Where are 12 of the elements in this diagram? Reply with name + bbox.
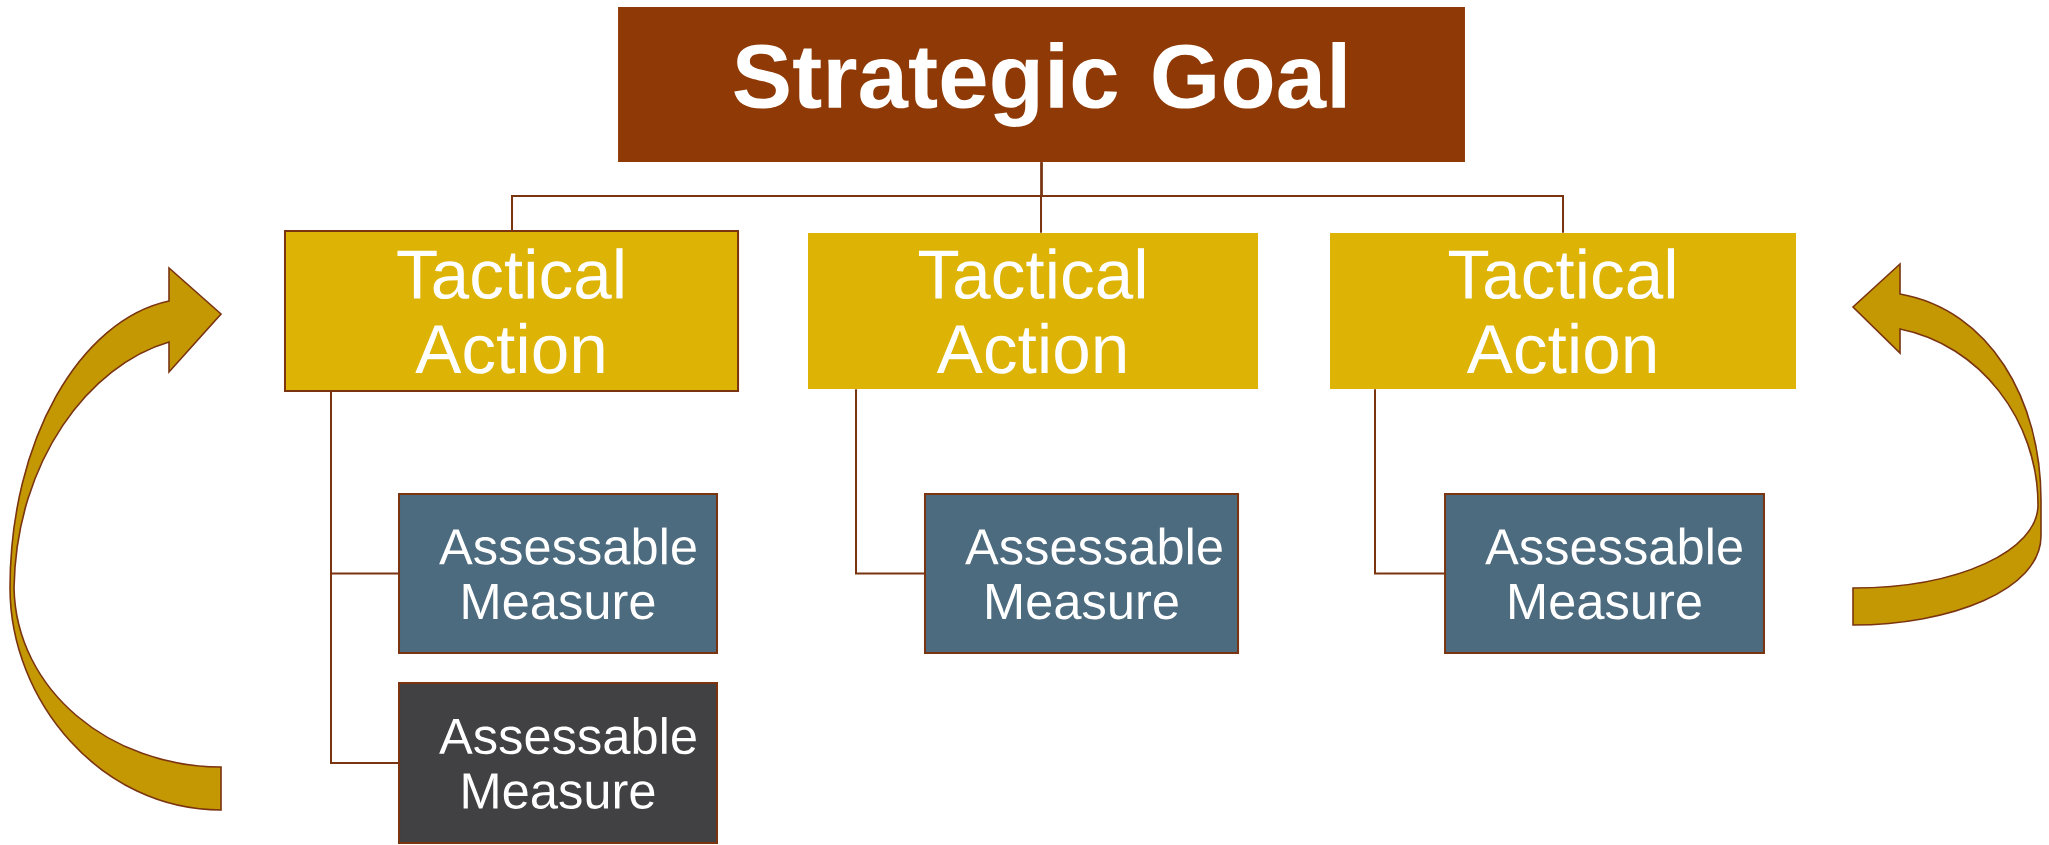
measure-box: Assessable Measure — [398, 493, 718, 654]
connector — [330, 391, 399, 764]
action-box: Tactical Action — [808, 233, 1258, 389]
action-box: Tactical Action — [284, 230, 740, 392]
measure-box: Assessable Measure — [398, 682, 718, 844]
measure-box: Assessable Measure — [1444, 493, 1765, 654]
connector — [1374, 388, 1446, 575]
goal-box: Strategic Goal — [618, 7, 1465, 162]
connector — [1040, 161, 1564, 234]
connector — [855, 388, 925, 575]
action-box: Tactical Action — [1330, 233, 1796, 389]
measure-box: Assessable Measure — [924, 493, 1240, 654]
